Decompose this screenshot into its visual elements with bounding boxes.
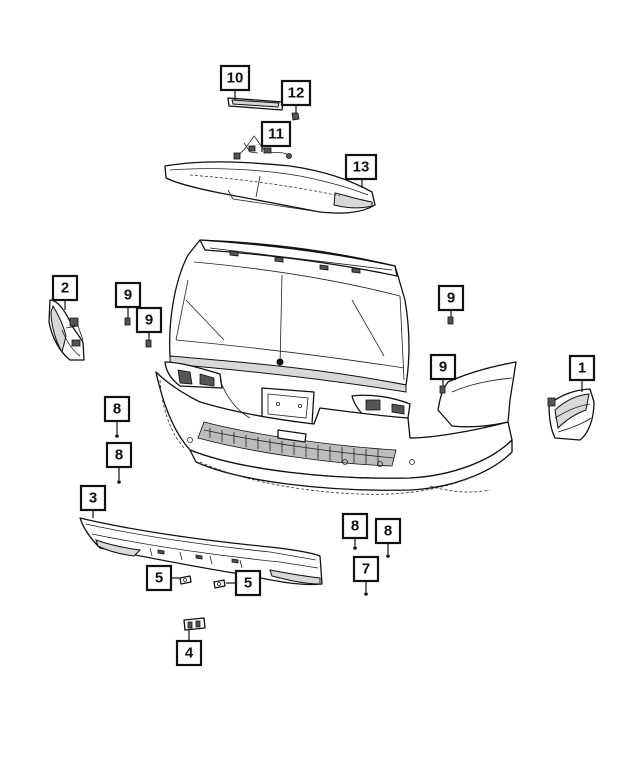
- clip-9-d: [439, 385, 446, 394]
- callout-10: 10: [219, 64, 251, 92]
- callout-9-d: 9: [429, 353, 457, 381]
- callout-9-a: 9: [114, 281, 142, 309]
- callout-5-a-label: 5: [155, 570, 163, 587]
- callout-8-c-label: 8: [351, 518, 359, 535]
- callout-3: 3: [79, 484, 107, 512]
- callout-2: 2: [51, 274, 79, 302]
- clip-9-c: [447, 316, 454, 325]
- callout-13: 13: [344, 153, 378, 181]
- callout-4: 4: [175, 639, 203, 667]
- callout-8-a-label: 8: [113, 401, 121, 418]
- vehicle-rear-body: [155, 239, 517, 495]
- part-10-lamp-strip: [227, 97, 284, 111]
- callout-7-label: 7: [362, 561, 370, 578]
- part-12-fastener: [291, 112, 300, 121]
- clip-9-a: [124, 317, 131, 326]
- part-4-bracket: [183, 617, 206, 631]
- part-3-lower-fascia: [79, 517, 323, 586]
- clip-8-a: [115, 434, 119, 438]
- callout-13-label: 13: [353, 159, 370, 176]
- callout-8-b-label: 8: [115, 447, 123, 464]
- callout-10-label: 10: [227, 70, 244, 87]
- clip-7: [364, 592, 368, 596]
- callout-9-c-label: 9: [447, 290, 455, 307]
- callout-11: 11: [260, 120, 292, 148]
- callout-9-b: 9: [135, 306, 163, 334]
- part-1-right-tail-lamp: [547, 388, 595, 441]
- callout-5-b-label: 5: [244, 575, 252, 592]
- callout-5-b: 5: [234, 569, 262, 597]
- clip-8-d: [386, 554, 390, 558]
- callout-2-label: 2: [61, 280, 69, 297]
- part-13-spoiler: [164, 161, 376, 214]
- callout-8-c: 8: [341, 512, 369, 540]
- callout-8-a: 8: [103, 395, 131, 423]
- part-5-bracket-right: [213, 579, 226, 589]
- callout-9-d-label: 9: [439, 359, 447, 376]
- callout-8-d: 8: [374, 517, 402, 545]
- callout-12-label: 12: [288, 85, 305, 102]
- callout-8-b: 8: [105, 441, 133, 469]
- part-2-left-tail-lamp: [48, 299, 85, 361]
- clip-8-c: [353, 546, 357, 550]
- callout-9-a-label: 9: [124, 287, 132, 304]
- callout-9-c: 9: [437, 284, 465, 312]
- part-5-bracket-left: [179, 575, 192, 585]
- clip-9-b: [145, 339, 152, 348]
- callout-12: 12: [280, 79, 312, 107]
- callout-3-label: 3: [89, 490, 97, 507]
- callout-1-label: 1: [578, 360, 586, 377]
- callout-7: 7: [352, 555, 380, 583]
- callout-9-b-label: 9: [145, 312, 153, 329]
- callout-1: 1: [568, 354, 596, 382]
- callout-11-label: 11: [268, 126, 284, 143]
- callout-5-a: 5: [145, 564, 173, 592]
- clip-8-b: [117, 480, 121, 484]
- callout-8-d-label: 8: [384, 523, 392, 540]
- callout-4-label: 4: [185, 645, 194, 662]
